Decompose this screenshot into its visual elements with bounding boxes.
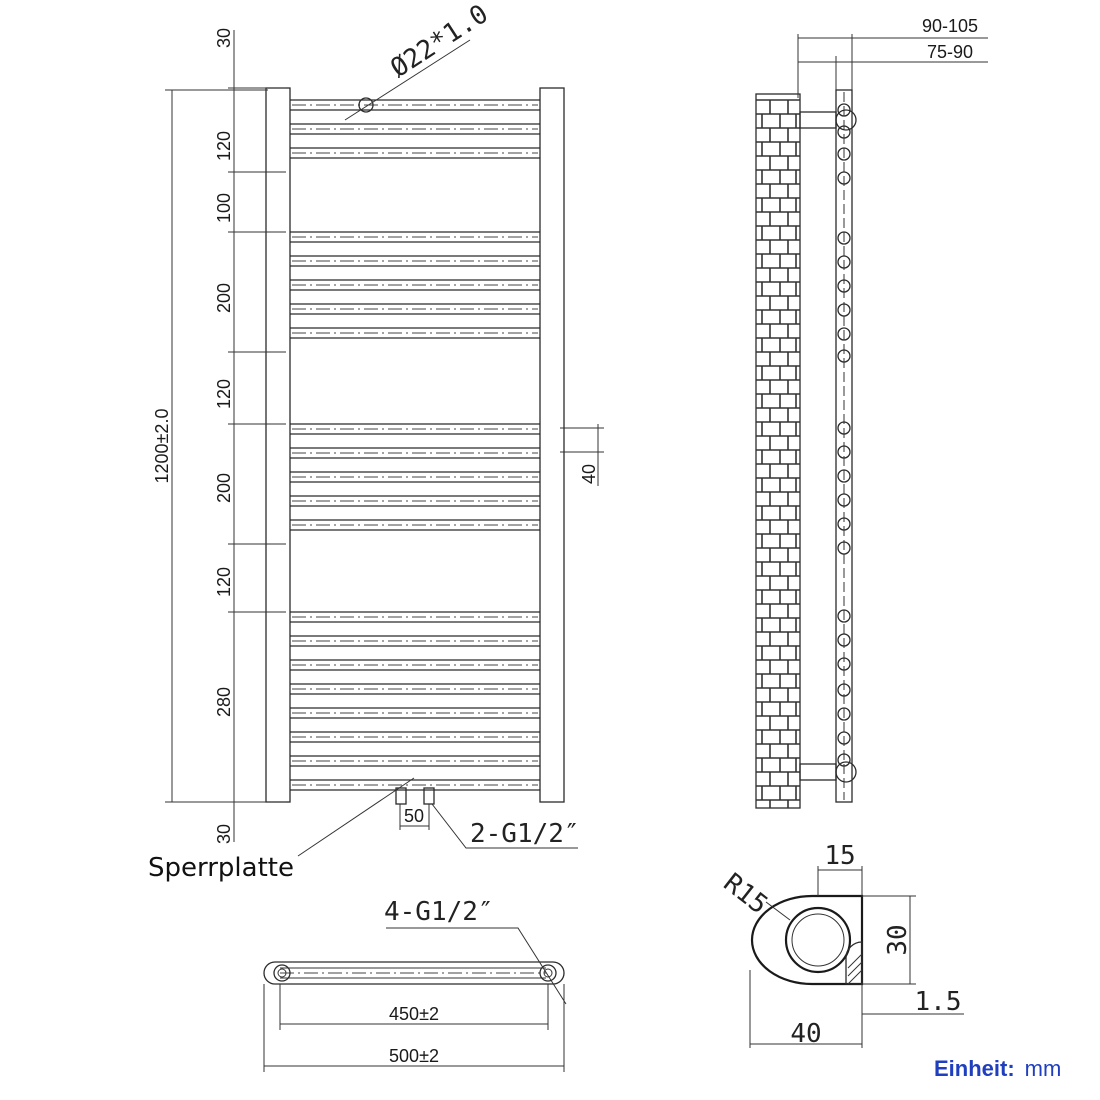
total-height-label: 1200±2.0	[152, 409, 172, 484]
crossbar-section	[837, 103, 851, 117]
unit-legend-label: Einheit:	[934, 1056, 1015, 1081]
depth-outer-label: 90-105	[922, 16, 978, 36]
crossbar-section	[837, 279, 851, 293]
crossbar-section	[837, 541, 851, 555]
crossbar-section	[837, 469, 851, 483]
connections-label: 4-G1/2″	[384, 897, 494, 927]
wall-bracket-top	[799, 111, 837, 129]
segment-label-5: 200	[214, 473, 234, 503]
crossbar-section	[837, 231, 851, 245]
pipe-diameter-label: Ø22*1.0	[385, 0, 493, 84]
segment-label-4: 120	[214, 379, 234, 409]
width-label: 40	[790, 1019, 821, 1049]
top-width-label: 15	[824, 841, 855, 871]
crossbar-section	[837, 421, 851, 435]
crossbar-section	[837, 349, 851, 363]
crossbar-section	[837, 327, 851, 341]
bottom-connection-right	[539, 964, 557, 982]
segment-label-1: 120	[214, 131, 234, 161]
radius-leader	[765, 901, 791, 921]
segment-label-bottom: 30	[214, 824, 234, 844]
left-collector-tube	[265, 87, 291, 803]
bottom-connection-left-inner	[277, 968, 287, 978]
unit-legend-value: mm	[1025, 1056, 1062, 1081]
crossbar-section	[837, 125, 851, 139]
wall-thickness-label: 1.5	[915, 987, 962, 1017]
offset-label: 40	[579, 464, 599, 484]
crossbar-section	[837, 609, 851, 623]
connection-spacing-label: 50	[404, 806, 424, 826]
crossbar-section	[837, 633, 851, 647]
wall-bracket-bottom	[799, 763, 837, 781]
bottom-connection-left	[273, 964, 291, 982]
profile-outline	[750, 894, 864, 986]
crossbar-section	[837, 255, 851, 269]
pipe-diameter-marker	[358, 97, 374, 113]
segment-label-top: 30	[214, 28, 234, 48]
crossbar-section	[837, 731, 851, 745]
profile-tube-outer	[784, 906, 852, 974]
crossbar-section-group	[837, 103, 851, 767]
bottom-view-body	[263, 961, 565, 985]
connection-left	[395, 787, 407, 805]
sperrplatte-leader	[297, 777, 415, 857]
segment-label-7: 280	[214, 687, 234, 717]
segment-label-2: 100	[214, 193, 234, 223]
right-collector-tube	[539, 87, 565, 803]
crossbar-section	[837, 753, 851, 767]
bracket-fitting-bottom	[835, 761, 857, 783]
brick-pattern	[756, 99, 800, 808]
front-view: Ø22*1.0 1200±2.0 30 120 100 200 120 200 …	[148, 0, 604, 883]
height-label: 30	[883, 924, 913, 955]
bracket-fitting-top	[835, 109, 857, 131]
crossbar-section	[837, 683, 851, 697]
connection-thread-label: 2-G1/2″	[470, 819, 580, 849]
connections-leader	[386, 927, 567, 1005]
crossbar-section	[837, 303, 851, 317]
connection-thread-leader	[431, 803, 578, 849]
side-view: 90-105 75-90	[755, 16, 988, 809]
crossbar-section	[837, 707, 851, 721]
radiator-side-profile	[835, 89, 853, 803]
segment-tick-group	[228, 87, 286, 803]
crossbar-section	[837, 493, 851, 507]
crossbar-group	[290, 99, 540, 791]
crossbar-section	[837, 517, 851, 531]
crossbar-section	[837, 147, 851, 161]
bottom-view: 4-G1/2″ 450±2 500±2	[263, 897, 567, 1072]
depth-inner-label: 75-90	[927, 42, 973, 62]
segment-label-3: 200	[214, 283, 234, 313]
bottom-connection-right-inner	[543, 968, 553, 978]
wall	[755, 93, 801, 809]
pipe-diameter-leader	[344, 39, 471, 121]
profile-hatch	[847, 953, 863, 985]
inner-width-label: 450±2	[389, 1004, 439, 1024]
profile-tube-inner	[791, 913, 845, 967]
profile-detail: R15 15 30 1.5 40	[718, 841, 964, 1049]
segment-label-6: 120	[214, 567, 234, 597]
outer-width-label: 500±2	[389, 1046, 439, 1066]
profile-fin	[845, 941, 863, 985]
crossbar-section	[837, 171, 851, 185]
crossbar-section	[837, 445, 851, 459]
crossbar-section	[837, 657, 851, 671]
unit-legend: Einheit: mm	[934, 1056, 1061, 1081]
sperrplatte-label: Sperrplatte	[148, 853, 294, 883]
